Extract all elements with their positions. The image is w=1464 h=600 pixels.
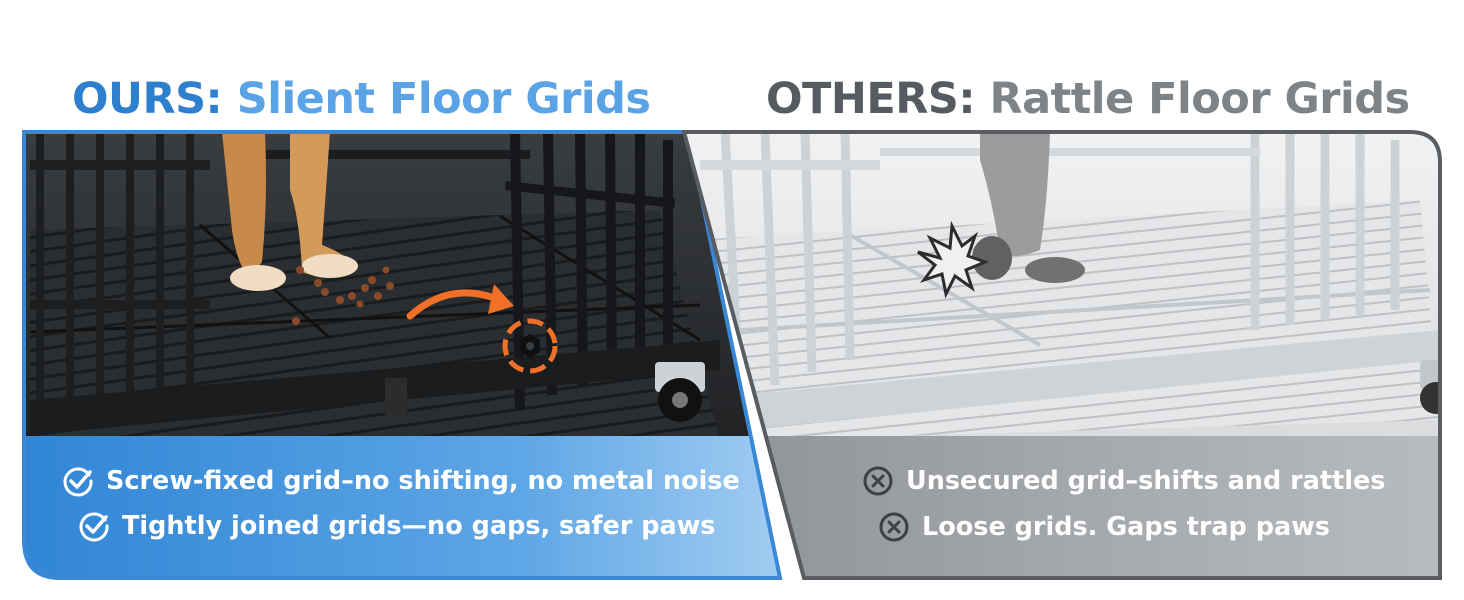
others-heading: OTHERS: Rattle Floor Grids <box>766 74 1410 130</box>
others-bullet: Unsecured grid–shifts and rattles <box>862 465 1385 497</box>
rattle-burst-icon <box>917 220 990 299</box>
others-panel <box>684 132 1440 578</box>
check-circle-icon <box>63 467 93 497</box>
ours-wheel <box>655 362 705 422</box>
others-bullet-text: Loose grids. Gaps trap paws <box>922 512 1330 542</box>
ours-benefit-band <box>24 436 780 578</box>
ours-panel <box>24 132 780 578</box>
screw-highlight-icon <box>502 318 558 374</box>
arrow-icon <box>406 289 504 320</box>
others-title: Rattle Floor Grids <box>989 74 1411 124</box>
ours-keyword: OURS: <box>72 74 223 124</box>
ours-bullet: Tightly joined grids—no gaps, safer paws <box>78 510 716 542</box>
others-drawback-band <box>684 436 1440 578</box>
check-circle-icon <box>79 512 109 542</box>
ours-title: Slient Floor Grids <box>236 74 651 124</box>
ours-bullet: Screw-fixed grid–no shifting, no metal n… <box>62 465 740 497</box>
ours-heading: OURS: Slient Floor Grids <box>72 74 651 130</box>
x-circle-icon <box>863 466 893 496</box>
others-bullet-text: Unsecured grid–shifts and rattles <box>906 466 1386 496</box>
others-keyword: OTHERS: <box>766 74 976 124</box>
x-circle-icon <box>879 512 909 542</box>
ours-bullet-text: Tightly joined grids—no gaps, safer paws <box>122 511 716 541</box>
ours-bullet-text: Screw-fixed grid–no shifting, no metal n… <box>106 466 740 496</box>
others-bullet: Loose grids. Gaps trap paws <box>878 511 1330 543</box>
